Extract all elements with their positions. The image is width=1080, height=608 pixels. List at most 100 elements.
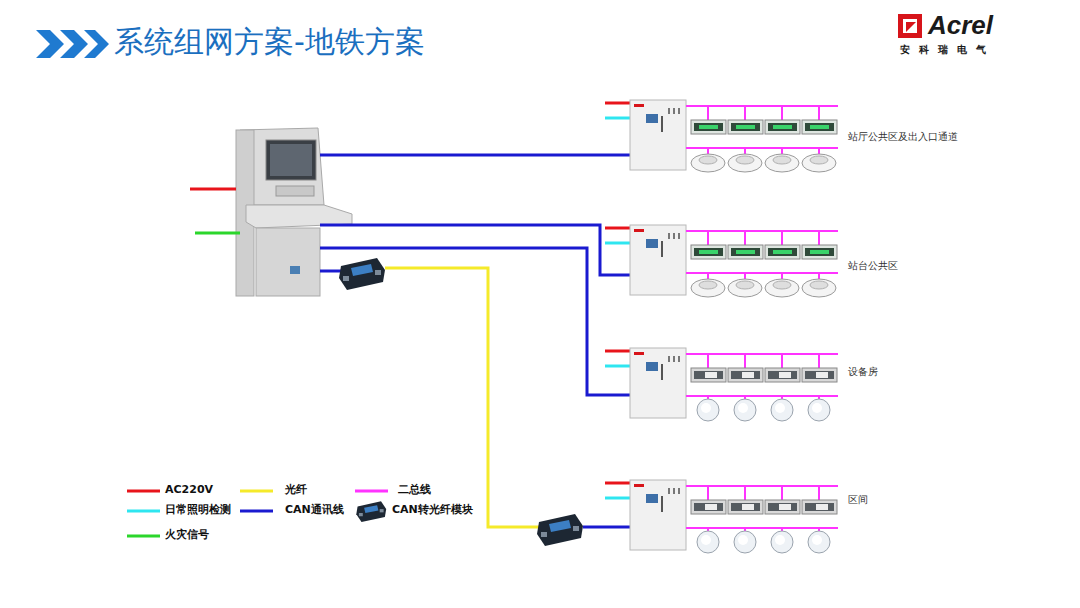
exit-sign — [765, 368, 800, 382]
module-port — [380, 509, 384, 512]
can-fiber-module — [356, 501, 386, 522]
module-label — [549, 520, 571, 532]
cabinet-badge — [634, 229, 644, 232]
legend-text: 二总线 — [398, 483, 431, 496]
legend-line-sample — [240, 510, 273, 513]
legend-line-sample — [127, 490, 160, 493]
two-bus-drop — [781, 354, 783, 368]
power-wire — [605, 102, 630, 105]
power-wire — [605, 227, 630, 230]
lighting-detect-wire — [605, 242, 630, 245]
legend-text: 日常照明检测 — [165, 503, 231, 516]
two-bus-drop — [707, 106, 709, 120]
exit-sign-face — [805, 371, 834, 379]
two-bus-drop — [818, 486, 820, 500]
bulb-lamp-shine — [812, 535, 822, 545]
bulb-lamp-shine — [738, 535, 748, 545]
zone-group — [605, 348, 838, 421]
exit-sign-glyph — [810, 125, 829, 129]
exit-sign-glyph — [705, 372, 717, 378]
ceiling-lamp — [802, 154, 836, 172]
two-bus-drop — [707, 486, 709, 500]
cabinet-tick — [678, 488, 680, 494]
cabinet-badge — [634, 352, 644, 355]
cabinet-tick — [668, 108, 670, 114]
exit-sign — [802, 245, 837, 259]
title-chevrons — [36, 30, 109, 58]
exit-sign — [765, 245, 800, 259]
ceiling-lamp-cover — [810, 281, 828, 289]
logo-icon — [898, 14, 922, 38]
exit-sign-face — [731, 503, 760, 511]
exit-sign — [691, 120, 726, 134]
two-bus-drop — [744, 231, 746, 245]
exit-sign-face — [694, 503, 723, 511]
exit-sign-glyph — [773, 250, 792, 254]
two-bus-drop — [818, 231, 820, 245]
bulb-lamp — [808, 531, 830, 553]
exit-sign — [728, 368, 763, 382]
two-bus-drop — [818, 106, 820, 120]
exit-sign — [728, 120, 763, 134]
wires — [190, 155, 630, 527]
bulb-lamp — [808, 399, 830, 421]
legend-line-sample — [127, 510, 160, 513]
cabinet-tick — [678, 356, 680, 362]
legend-line-sample — [355, 490, 388, 493]
bulb-lamp-shine — [812, 403, 822, 413]
exit-sign-face — [694, 248, 723, 256]
exit-sign-glyph — [773, 125, 792, 129]
exit-sign-face — [768, 503, 797, 511]
ceiling-lamp-cover — [810, 156, 828, 164]
two-bus-drop — [744, 354, 746, 368]
power-cabinet — [630, 480, 686, 550]
legend-line-sample — [127, 535, 160, 538]
bulb-lamp — [734, 531, 756, 553]
bulb-lamp-shine — [775, 535, 785, 545]
module-label — [351, 264, 373, 276]
cabinet-display — [646, 114, 658, 123]
cabinet-badge — [634, 484, 644, 487]
bulb-lamp — [771, 399, 793, 421]
exit-sign-glyph — [699, 250, 718, 254]
ceiling-lamp-cover — [736, 281, 754, 289]
cabinet-indicator — [661, 116, 663, 132]
exit-sign-face — [731, 123, 760, 131]
cabinet-indicator — [661, 496, 663, 512]
exit-sign-glyph — [810, 250, 829, 254]
ceiling-lamp — [691, 279, 725, 297]
cabinet-badge — [634, 104, 644, 107]
ceiling-lamp — [765, 154, 799, 172]
ceiling-lamp — [728, 154, 762, 172]
cabinet-indicator — [661, 241, 663, 257]
module-label — [364, 505, 378, 513]
bulb-lamp-shine — [701, 403, 711, 413]
exit-sign — [802, 500, 837, 514]
exit-sign-face — [694, 371, 723, 379]
legend-text: CAN转光纤模块 — [392, 503, 473, 516]
ceiling-lamp — [691, 154, 725, 172]
power-wire — [605, 482, 630, 485]
exit-sign-glyph — [779, 504, 791, 510]
cabinet-tick — [673, 108, 675, 114]
legend-text: 火灾信号 — [165, 528, 209, 541]
lighting-detect-wire — [605, 117, 630, 120]
exit-sign — [765, 500, 800, 514]
cabinet-tick — [678, 108, 680, 114]
legend-module-icon — [356, 501, 386, 522]
exit-sign-glyph — [699, 125, 718, 129]
legend-line-sample — [240, 490, 273, 493]
exit-sign-glyph — [705, 504, 717, 510]
exit-sign-face — [805, 248, 834, 256]
slide-title: 系统组网方案-地铁方案 — [114, 24, 425, 60]
lighting-detect-wire — [605, 497, 630, 500]
ceiling-lamp — [765, 279, 799, 297]
two-bus-drop — [818, 354, 820, 368]
ceiling-lamp — [802, 279, 836, 297]
exit-sign-face — [694, 123, 723, 131]
cabinet-display — [646, 494, 658, 503]
cabinet-tick — [673, 356, 675, 362]
two-bus-drop — [707, 354, 709, 368]
exit-sign-face — [805, 123, 834, 131]
cabinet-tick — [673, 488, 675, 494]
